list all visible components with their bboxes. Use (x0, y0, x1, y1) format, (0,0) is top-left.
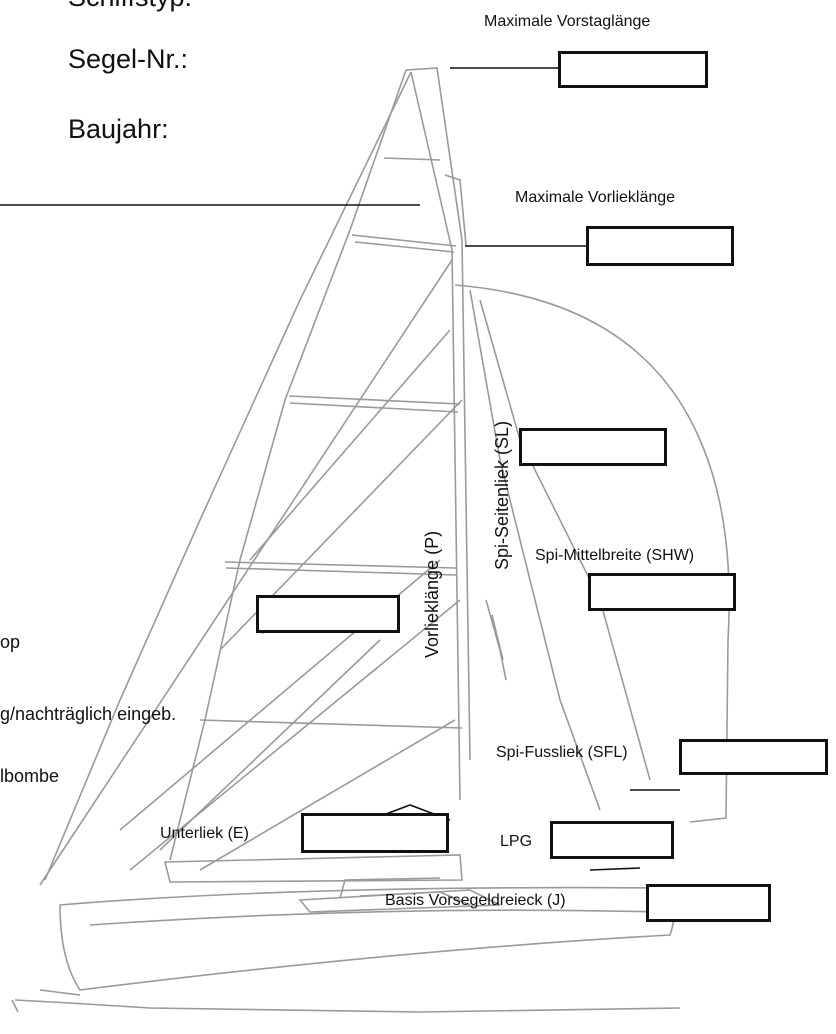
mainsail-input[interactable] (256, 595, 400, 633)
spi-sfl-input[interactable] (679, 739, 828, 775)
forestay (39, 259, 453, 886)
hull (59, 886, 676, 991)
spi-sfl-label: Spi-Fussliek (SFL) (496, 744, 628, 761)
spi-sl-label: Spi-Seitenliek (SL) (492, 420, 512, 570)
sail-number-label: Segel-Nr.: (68, 44, 189, 74)
max-forestay-input[interactable] (558, 51, 708, 88)
spi-shw-label: Spi-Mittelbreite (SHW) (535, 547, 695, 564)
spi-sl-input[interactable] (519, 428, 667, 466)
luff-p-label: Vorlieklänge (P) (422, 530, 442, 658)
base-j-input[interactable] (646, 884, 771, 922)
option-line-3: lbombe (0, 766, 60, 786)
option-line-2: g/nachträglich eingeb. (0, 704, 177, 724)
spi-shw-input[interactable] (588, 573, 736, 611)
batten-1 (383, 157, 441, 161)
mast (405, 67, 471, 761)
foot-e-label: Unterliek (E) (160, 825, 249, 842)
batten-4 (224, 561, 457, 569)
boat-type-label: Schiffstyp: (68, 0, 192, 11)
batten-2 (351, 234, 457, 247)
max-luff-input[interactable] (586, 226, 734, 266)
batten-5 (199, 719, 463, 729)
lpg-input[interactable] (550, 821, 674, 859)
foot-e-input[interactable] (301, 813, 449, 853)
max-forestay-label: Maximale Vorstaglänge (484, 13, 651, 30)
boom (163, 854, 463, 883)
mainsail-leech (169, 69, 407, 861)
max-luff-label: Maximale Vorlieklänge (515, 189, 676, 206)
leader-j (589, 867, 641, 871)
lpg-label: LPG (500, 833, 533, 850)
option-line-1: op (0, 632, 21, 652)
batten-3 (288, 395, 461, 405)
base-j-label: Basis Vorsegeldreieck (J) (385, 892, 566, 909)
build-year-label: Baujahr: (68, 114, 169, 144)
